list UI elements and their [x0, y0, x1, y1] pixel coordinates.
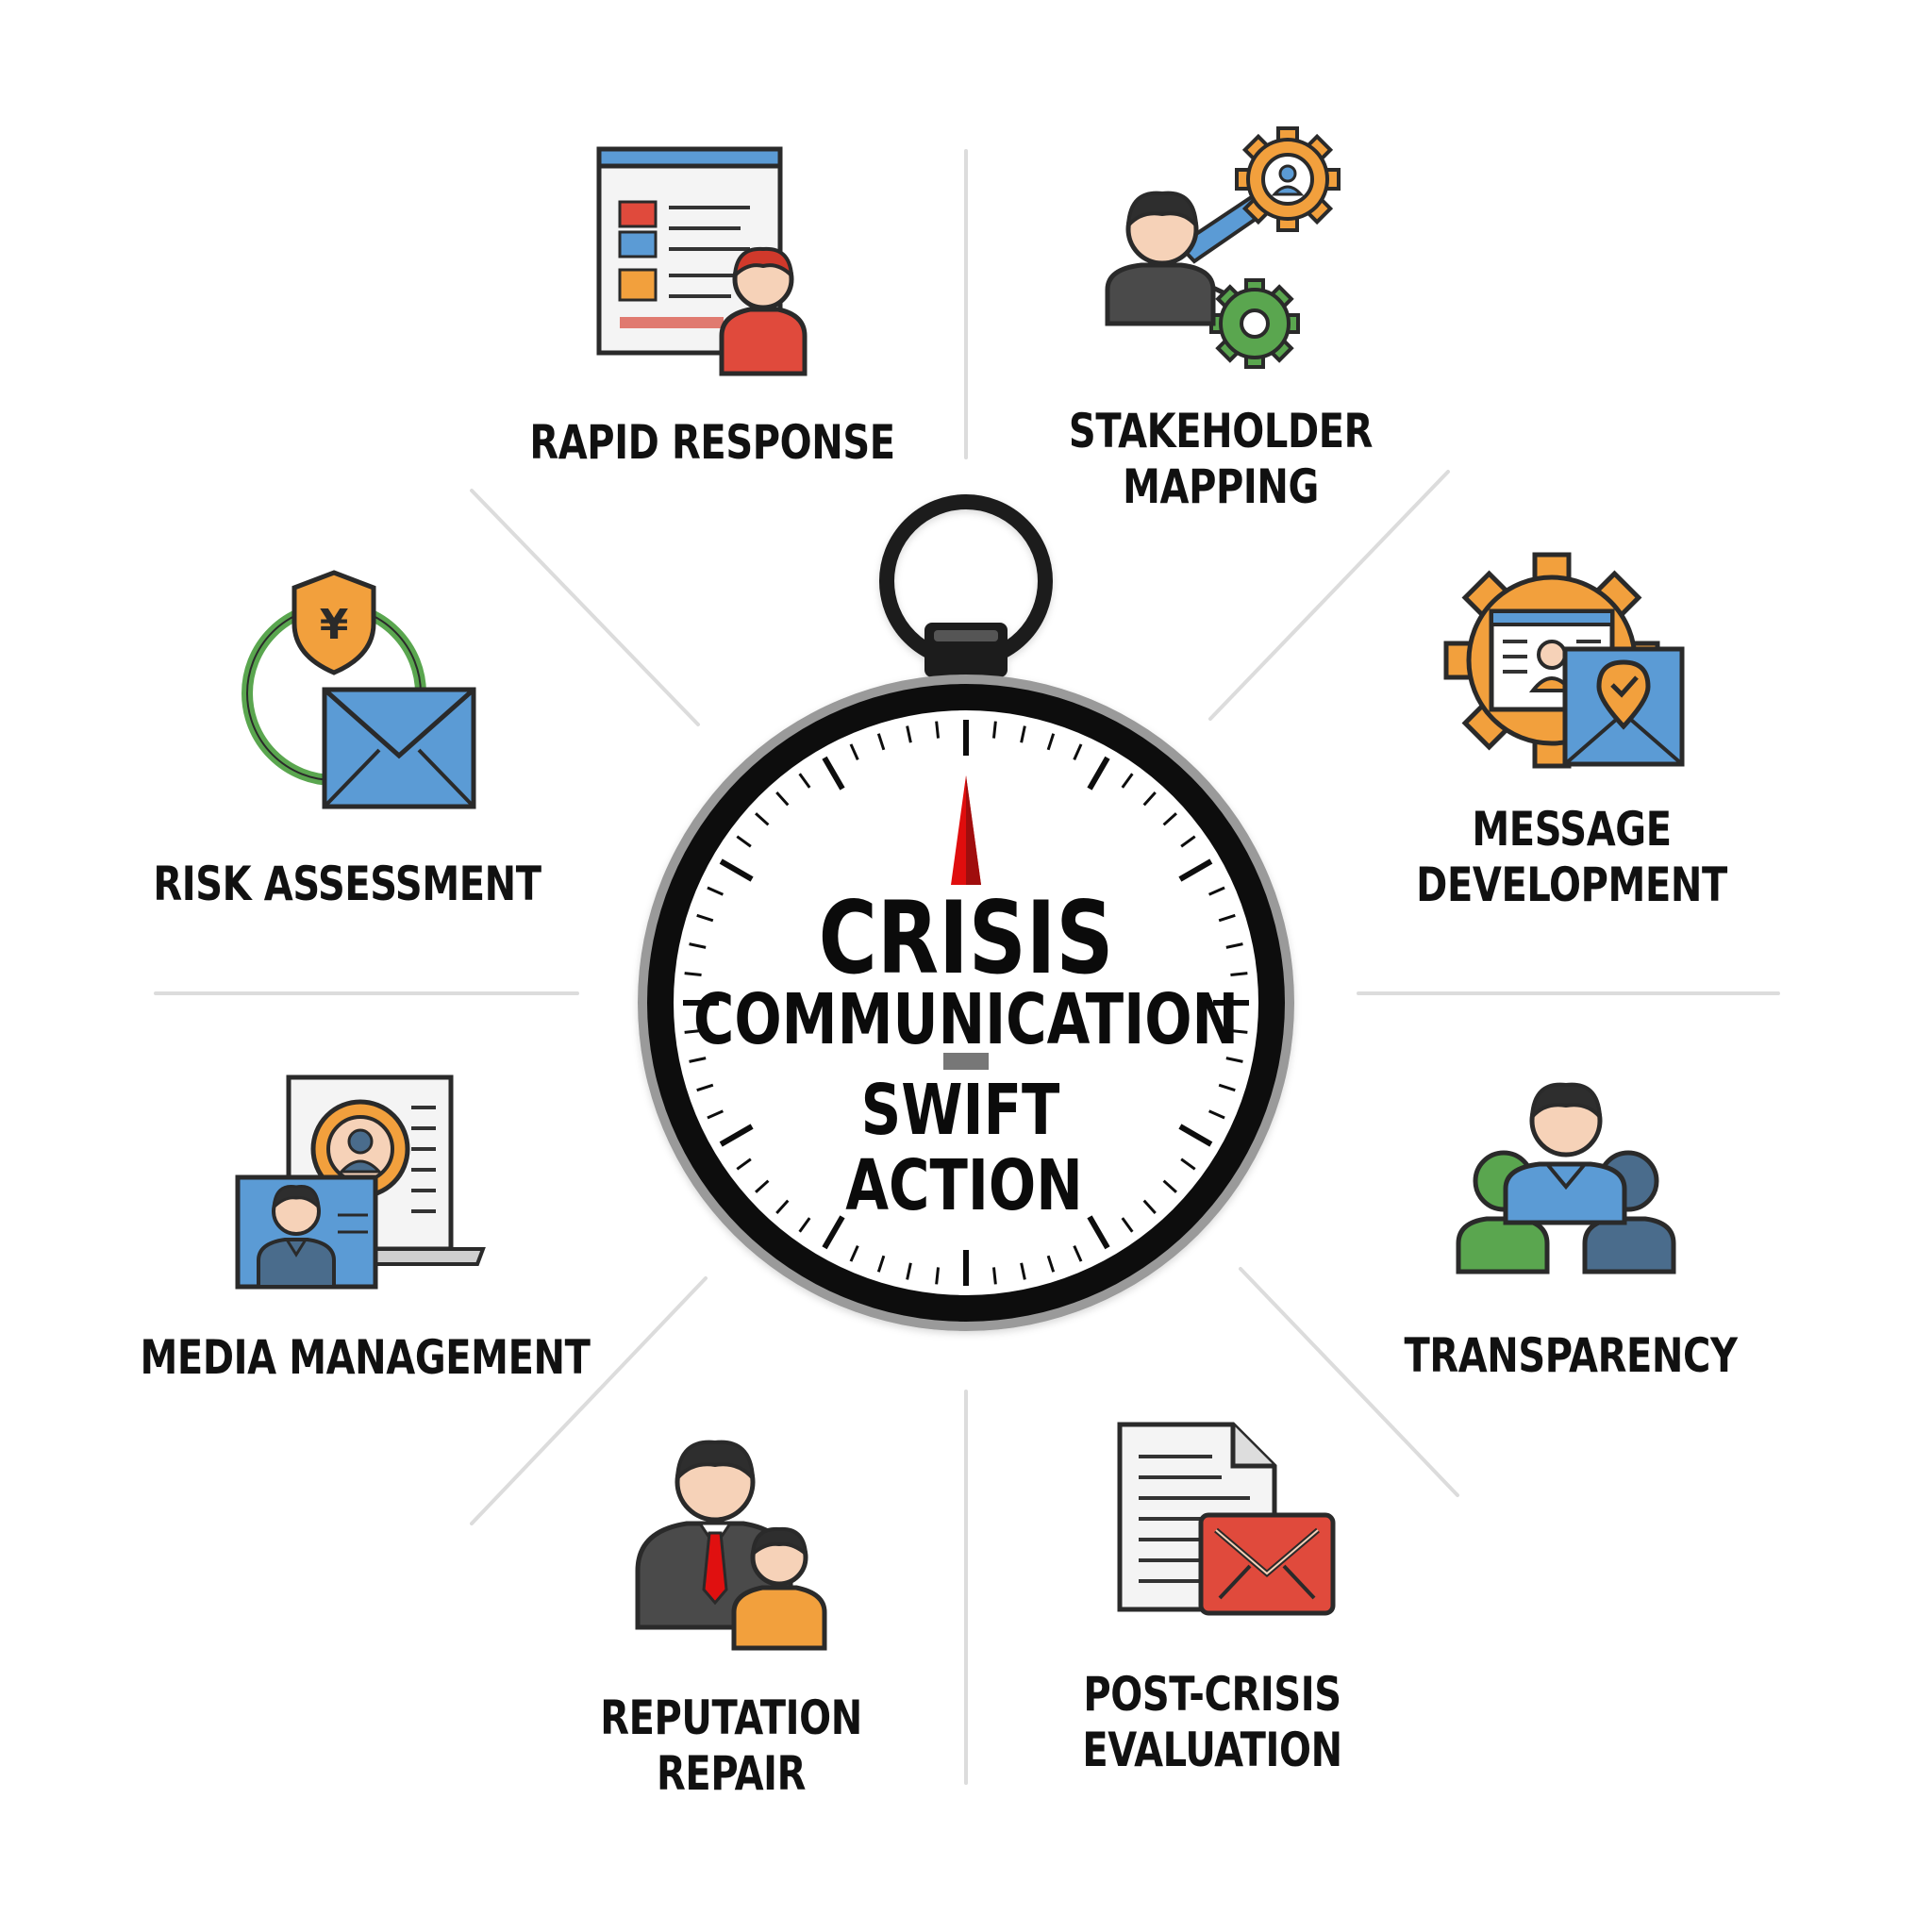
stopwatch-face	[674, 710, 1258, 1295]
label-line: POST-CRISIS	[1083, 1667, 1341, 1722]
tick-minor	[684, 972, 702, 977]
tick-minor	[755, 1179, 770, 1193]
tick-minor	[1073, 743, 1083, 760]
tick-minor	[1230, 972, 1248, 977]
tick-minor	[1046, 1255, 1056, 1273]
stopwatch	[638, 494, 1294, 1331]
label-line: DEVELOPMENT	[1416, 858, 1727, 912]
tick-minor	[935, 1267, 941, 1285]
tick-minor	[696, 913, 714, 923]
label-media-management: MEDIA MANAGEMENT	[141, 1330, 591, 1386]
divider-lines	[154, 149, 1780, 1785]
tick-minor	[991, 721, 997, 739]
tick-minor	[1208, 1109, 1225, 1120]
tick-minor	[906, 1262, 912, 1280]
tick-minor	[906, 725, 912, 743]
tick-minor	[1142, 1199, 1157, 1214]
label-message-development: MESSAGE DEVELOPMENT	[1416, 802, 1727, 913]
label-rapid-response: RAPID RESPONSE	[529, 415, 895, 471]
tick-minor	[1121, 1217, 1134, 1233]
document-person-icon	[596, 146, 808, 376]
tick-minor	[876, 733, 886, 751]
label-line: EVALUATION	[1082, 1723, 1342, 1777]
label-line: STAKEHOLDER	[1068, 404, 1374, 458]
tick-minor	[849, 1245, 859, 1262]
gear-envelope-icon	[1443, 552, 1685, 769]
tick-minor	[1218, 913, 1236, 923]
tick-major	[1178, 858, 1213, 882]
shield-symbol: ¥	[320, 601, 349, 649]
person-gears-icon	[1105, 126, 1341, 369]
shield-envelope-icon: ¥	[242, 570, 476, 809]
tick-minor	[1046, 733, 1056, 751]
tick-minor	[1208, 886, 1225, 896]
tick-minor	[736, 1158, 752, 1171]
center-subtitle: COMMUNICATION	[692, 979, 1240, 1060]
report-envelope-icon	[1117, 1422, 1336, 1616]
label-line: MESSAGE	[1472, 802, 1672, 857]
label-stakeholder-mapping: STAKEHOLDER MAPPING	[1068, 404, 1374, 515]
tick-minor	[1020, 725, 1026, 743]
tick-minor	[696, 1083, 714, 1092]
tick-minor	[707, 1109, 724, 1120]
tick-minor	[1121, 773, 1134, 789]
tick-minor	[689, 942, 707, 949]
label-post-crisis-evaluation: POST-CRISIS EVALUATION	[1082, 1667, 1342, 1778]
tick-minor	[1020, 1262, 1026, 1280]
tick-minor	[775, 791, 790, 807]
label-line: TRANSPARENCY	[1404, 1328, 1738, 1383]
tick-major	[1178, 1124, 1213, 1147]
tick-minor	[876, 1255, 886, 1273]
label-line: RISK ASSESSMENT	[153, 857, 541, 911]
tick-minor	[1162, 812, 1177, 826]
team-icon	[1456, 1082, 1676, 1274]
tick-minor	[1225, 942, 1243, 949]
tick-major	[822, 1215, 845, 1250]
center-title: CRISIS	[818, 880, 1114, 996]
tick-minor	[755, 812, 770, 826]
label-transparency: TRANSPARENCY	[1404, 1328, 1737, 1384]
center-tagline-2: ACTION	[845, 1145, 1083, 1226]
label-line: REPAIR	[656, 1746, 807, 1801]
tick-minor	[1230, 1028, 1248, 1034]
tick-minor	[798, 773, 811, 789]
laptop-video-icon	[235, 1074, 486, 1290]
label-line: MAPPING	[1123, 459, 1319, 514]
tick-major	[719, 1124, 754, 1147]
tick-minor	[689, 1057, 707, 1063]
tick-minor	[798, 1217, 811, 1233]
tick-minor	[991, 1267, 997, 1285]
tick-minor	[1142, 791, 1157, 807]
tick-minor	[775, 1199, 790, 1214]
tick-minor	[1225, 1057, 1243, 1063]
tick-minor	[1180, 835, 1196, 848]
stopwatch-ticks	[683, 720, 1249, 1286]
center-tagline-1: SWIFT	[860, 1070, 1060, 1151]
tick-major	[1087, 756, 1110, 791]
tick-major	[719, 858, 754, 882]
label-reputation-repair: REPUTATION REPAIR	[600, 1690, 862, 1802]
tick-minor	[1162, 1179, 1177, 1193]
tick-minor	[684, 1028, 702, 1034]
tick-minor	[1218, 1083, 1236, 1092]
businessmen-icon	[635, 1440, 827, 1651]
label-line: RAPID RESPONSE	[529, 415, 895, 470]
tick-major	[1087, 1215, 1110, 1250]
tick-minor	[707, 886, 724, 896]
tick-minor	[1180, 1158, 1196, 1171]
label-risk-assessment: RISK ASSESSMENT	[153, 857, 541, 912]
tick-minor	[736, 835, 752, 848]
label-line: REPUTATION	[600, 1690, 862, 1745]
tick-minor	[1073, 1245, 1083, 1262]
label-line: MEDIA MANAGEMENT	[140, 1330, 591, 1385]
tick-major	[822, 756, 845, 791]
tick-minor	[935, 721, 941, 739]
tick-minor	[849, 743, 859, 760]
